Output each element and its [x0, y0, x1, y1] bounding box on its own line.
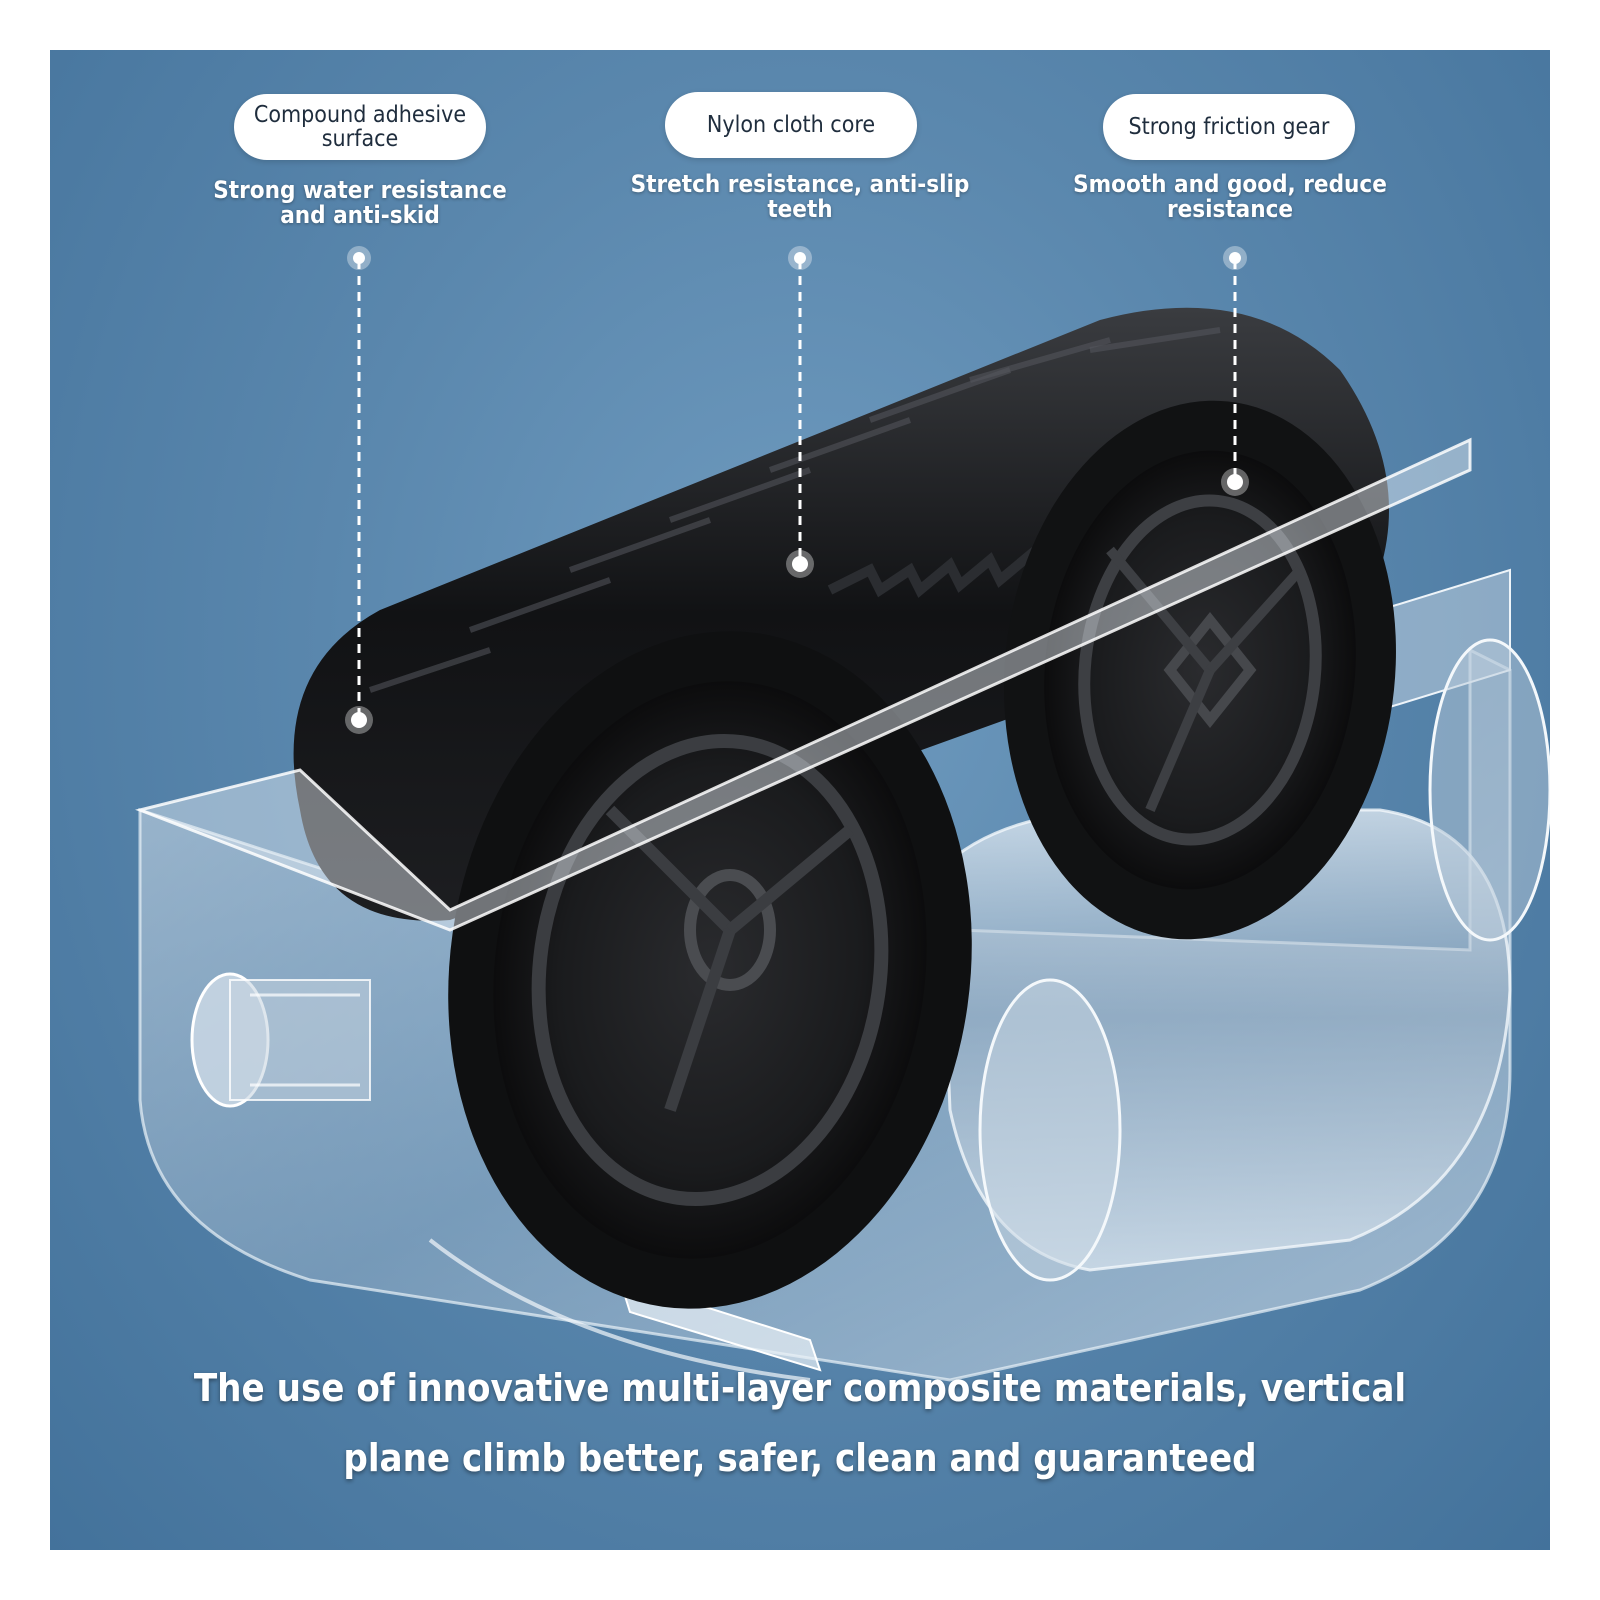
axle-shaft — [190, 972, 371, 1108]
callout-desc-adhesive: Strong water resistance and anti-skid — [213, 176, 507, 229]
callout-title-gear: Strong friction gear — [1103, 94, 1355, 160]
callout-desc-gear: Smooth and good, reduce resistance — [1073, 170, 1387, 223]
product-panel: Compound adhesive surface Strong water r… — [50, 50, 1550, 1550]
caption-line-1: The use of innovative multi-layer compos… — [193, 1366, 1407, 1410]
callout-title-adhesive: Compound adhesive surface — [234, 94, 486, 160]
callout-desc-nylon: Stretch resistance, anti-slip teeth — [630, 170, 970, 223]
front-wheel — [448, 631, 972, 1309]
track-module-illustration — [135, 246, 1550, 1382]
callout-title-nylon: Nylon cloth core — [665, 92, 917, 158]
rear-wheel — [1004, 400, 1396, 940]
callout-markers — [345, 246, 1249, 734]
housing-top-edge — [135, 437, 1472, 932]
caption-line-2: plane climb better, safer, clean and gua… — [343, 1436, 1257, 1480]
callout-leaders — [357, 260, 1237, 718]
